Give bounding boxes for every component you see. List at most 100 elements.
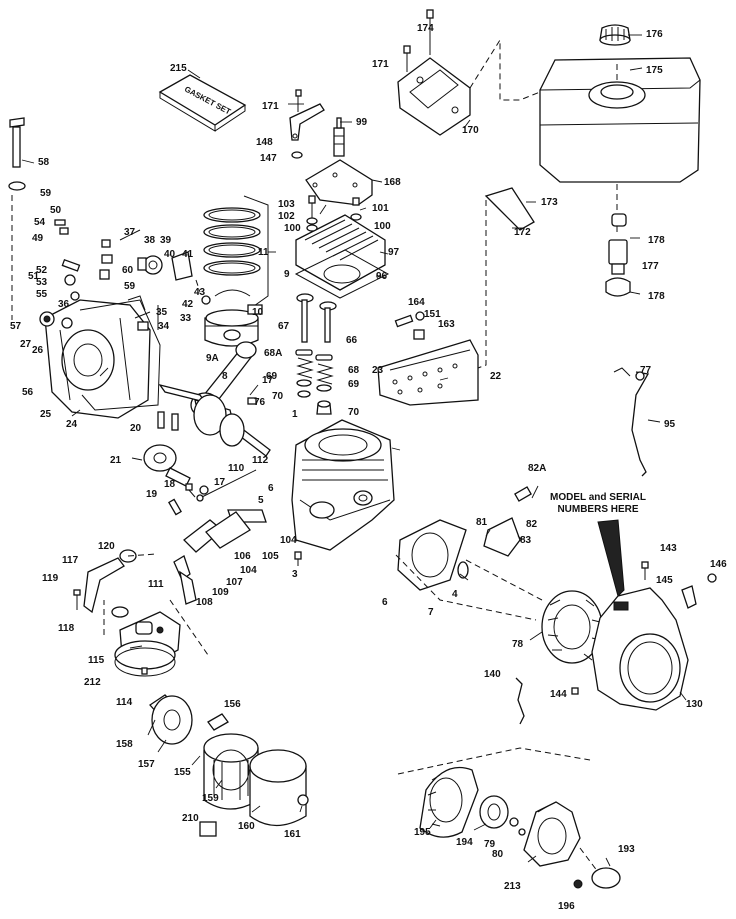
part-label-193: 193 — [618, 844, 635, 855]
intake-gaskets — [183, 509, 267, 553]
cam-gear — [143, 444, 191, 487]
part-label-157: 157 — [138, 759, 155, 770]
part-label-33: 33 — [180, 313, 192, 324]
part-label-82: 82 — [526, 519, 538, 530]
part-label-140: 140 — [484, 669, 501, 680]
screw-196 — [573, 879, 583, 889]
washer-79 — [509, 817, 519, 827]
breather-cover — [377, 339, 479, 406]
o-ring-59 — [8, 181, 26, 191]
part-label-103: 103 — [278, 199, 295, 210]
part-label-117: 117 — [62, 555, 79, 566]
part-label-114: 114 — [116, 697, 133, 708]
part-label-81: 81 — [476, 517, 488, 528]
part-label-78: 78 — [512, 639, 524, 650]
breather-bracket — [484, 187, 535, 231]
drain-plug — [294, 551, 302, 566]
valve-lifters — [297, 390, 332, 415]
part-label-101: 101 — [372, 203, 389, 214]
part-label-119: 119 — [42, 573, 59, 584]
oil-seal — [353, 490, 373, 506]
part-label-6: 6 — [268, 483, 274, 494]
part-label-18: 18 — [164, 479, 176, 490]
part-label-99: 99 — [356, 117, 368, 128]
part-label-171: 171 — [372, 59, 389, 70]
part-label-69: 69 — [348, 379, 360, 390]
part-label-49: 49 — [32, 233, 44, 244]
blower-housing — [591, 587, 689, 711]
part-label-9: 9 — [284, 269, 290, 280]
part-label-115: 115 — [88, 655, 105, 666]
part-label-95: 95 — [664, 419, 676, 430]
part-label-54: 54 — [34, 217, 46, 228]
part-label-35: 35 — [156, 307, 168, 318]
part-label-176: 176 — [646, 29, 663, 40]
ignition-module — [483, 486, 532, 557]
hose-clamp — [605, 277, 631, 297]
part-label-104: 104 — [280, 535, 297, 546]
part-label-130: 130 — [686, 699, 703, 710]
part-label-50: 50 — [50, 205, 62, 216]
throttle-lever — [83, 549, 137, 614]
part-label-97: 97 — [388, 247, 400, 258]
part-label-161: 161 — [284, 829, 301, 840]
part-label-27: 27 — [20, 339, 32, 350]
bolt-171 — [403, 45, 411, 72]
governor-gear — [137, 251, 193, 281]
key-76 — [247, 397, 257, 405]
part-label-156: 156 — [224, 699, 241, 710]
part-label-11: 11 — [258, 247, 269, 258]
piston — [204, 309, 259, 347]
bracket-156 — [207, 713, 229, 731]
screws-17-18 — [185, 483, 209, 498]
part-label-34: 34 — [158, 321, 170, 332]
part-label-109: 109 — [212, 587, 229, 598]
part-label-175: 175 — [646, 65, 663, 76]
part-label-26: 26 — [32, 345, 44, 356]
washer-147 — [291, 151, 303, 159]
fuel-shutoff — [611, 213, 627, 232]
part-label-57: 57 — [10, 321, 22, 332]
part-label-107: 107 — [226, 577, 243, 588]
choke-link — [196, 469, 257, 502]
part-label-164: 164 — [408, 297, 425, 308]
part-label-19: 19 — [146, 489, 158, 500]
tank-bracket — [397, 57, 471, 136]
part-label-148: 148 — [256, 137, 273, 148]
part-label-195: 195 — [414, 827, 431, 838]
part-label-112: 112 — [252, 455, 269, 466]
choke-rod — [515, 677, 525, 725]
part-label-68: 68 — [348, 365, 360, 376]
part-label-5: 5 — [258, 495, 264, 506]
part-label-174: 174 — [417, 23, 434, 34]
part-label-171: 171 — [262, 101, 279, 112]
flywheel-cover — [397, 519, 467, 591]
screw-80 — [518, 828, 526, 836]
carburetor — [114, 611, 181, 677]
crankshaft — [158, 383, 271, 457]
part-label-68A: 68A — [264, 348, 283, 359]
part-label-143: 143 — [660, 543, 677, 554]
part-label-77: 77 — [640, 365, 652, 376]
part-label-82A: 82A — [528, 463, 547, 474]
part-label-59: 59 — [40, 188, 52, 199]
part-label-7: 7 — [428, 607, 434, 618]
head-bolts — [306, 195, 362, 232]
part-label-104: 104 — [240, 565, 257, 576]
model-label-pointer — [597, 519, 625, 597]
dipstick — [9, 117, 25, 168]
air-baffle — [305, 159, 373, 206]
air-filter — [203, 733, 259, 810]
part-label-55: 55 — [36, 289, 48, 300]
starter-cup — [419, 766, 479, 838]
part-label-66: 66 — [346, 335, 358, 346]
starter-housing — [523, 801, 581, 867]
screw-19 — [168, 498, 182, 516]
part-label-52: 52 — [36, 265, 48, 276]
part-label-178: 178 — [648, 291, 665, 302]
part-label-53: 53 — [36, 277, 48, 288]
part-label-212: 212 — [84, 677, 101, 688]
part-label-170: 170 — [462, 125, 479, 136]
part-label-210: 210 — [182, 813, 199, 824]
